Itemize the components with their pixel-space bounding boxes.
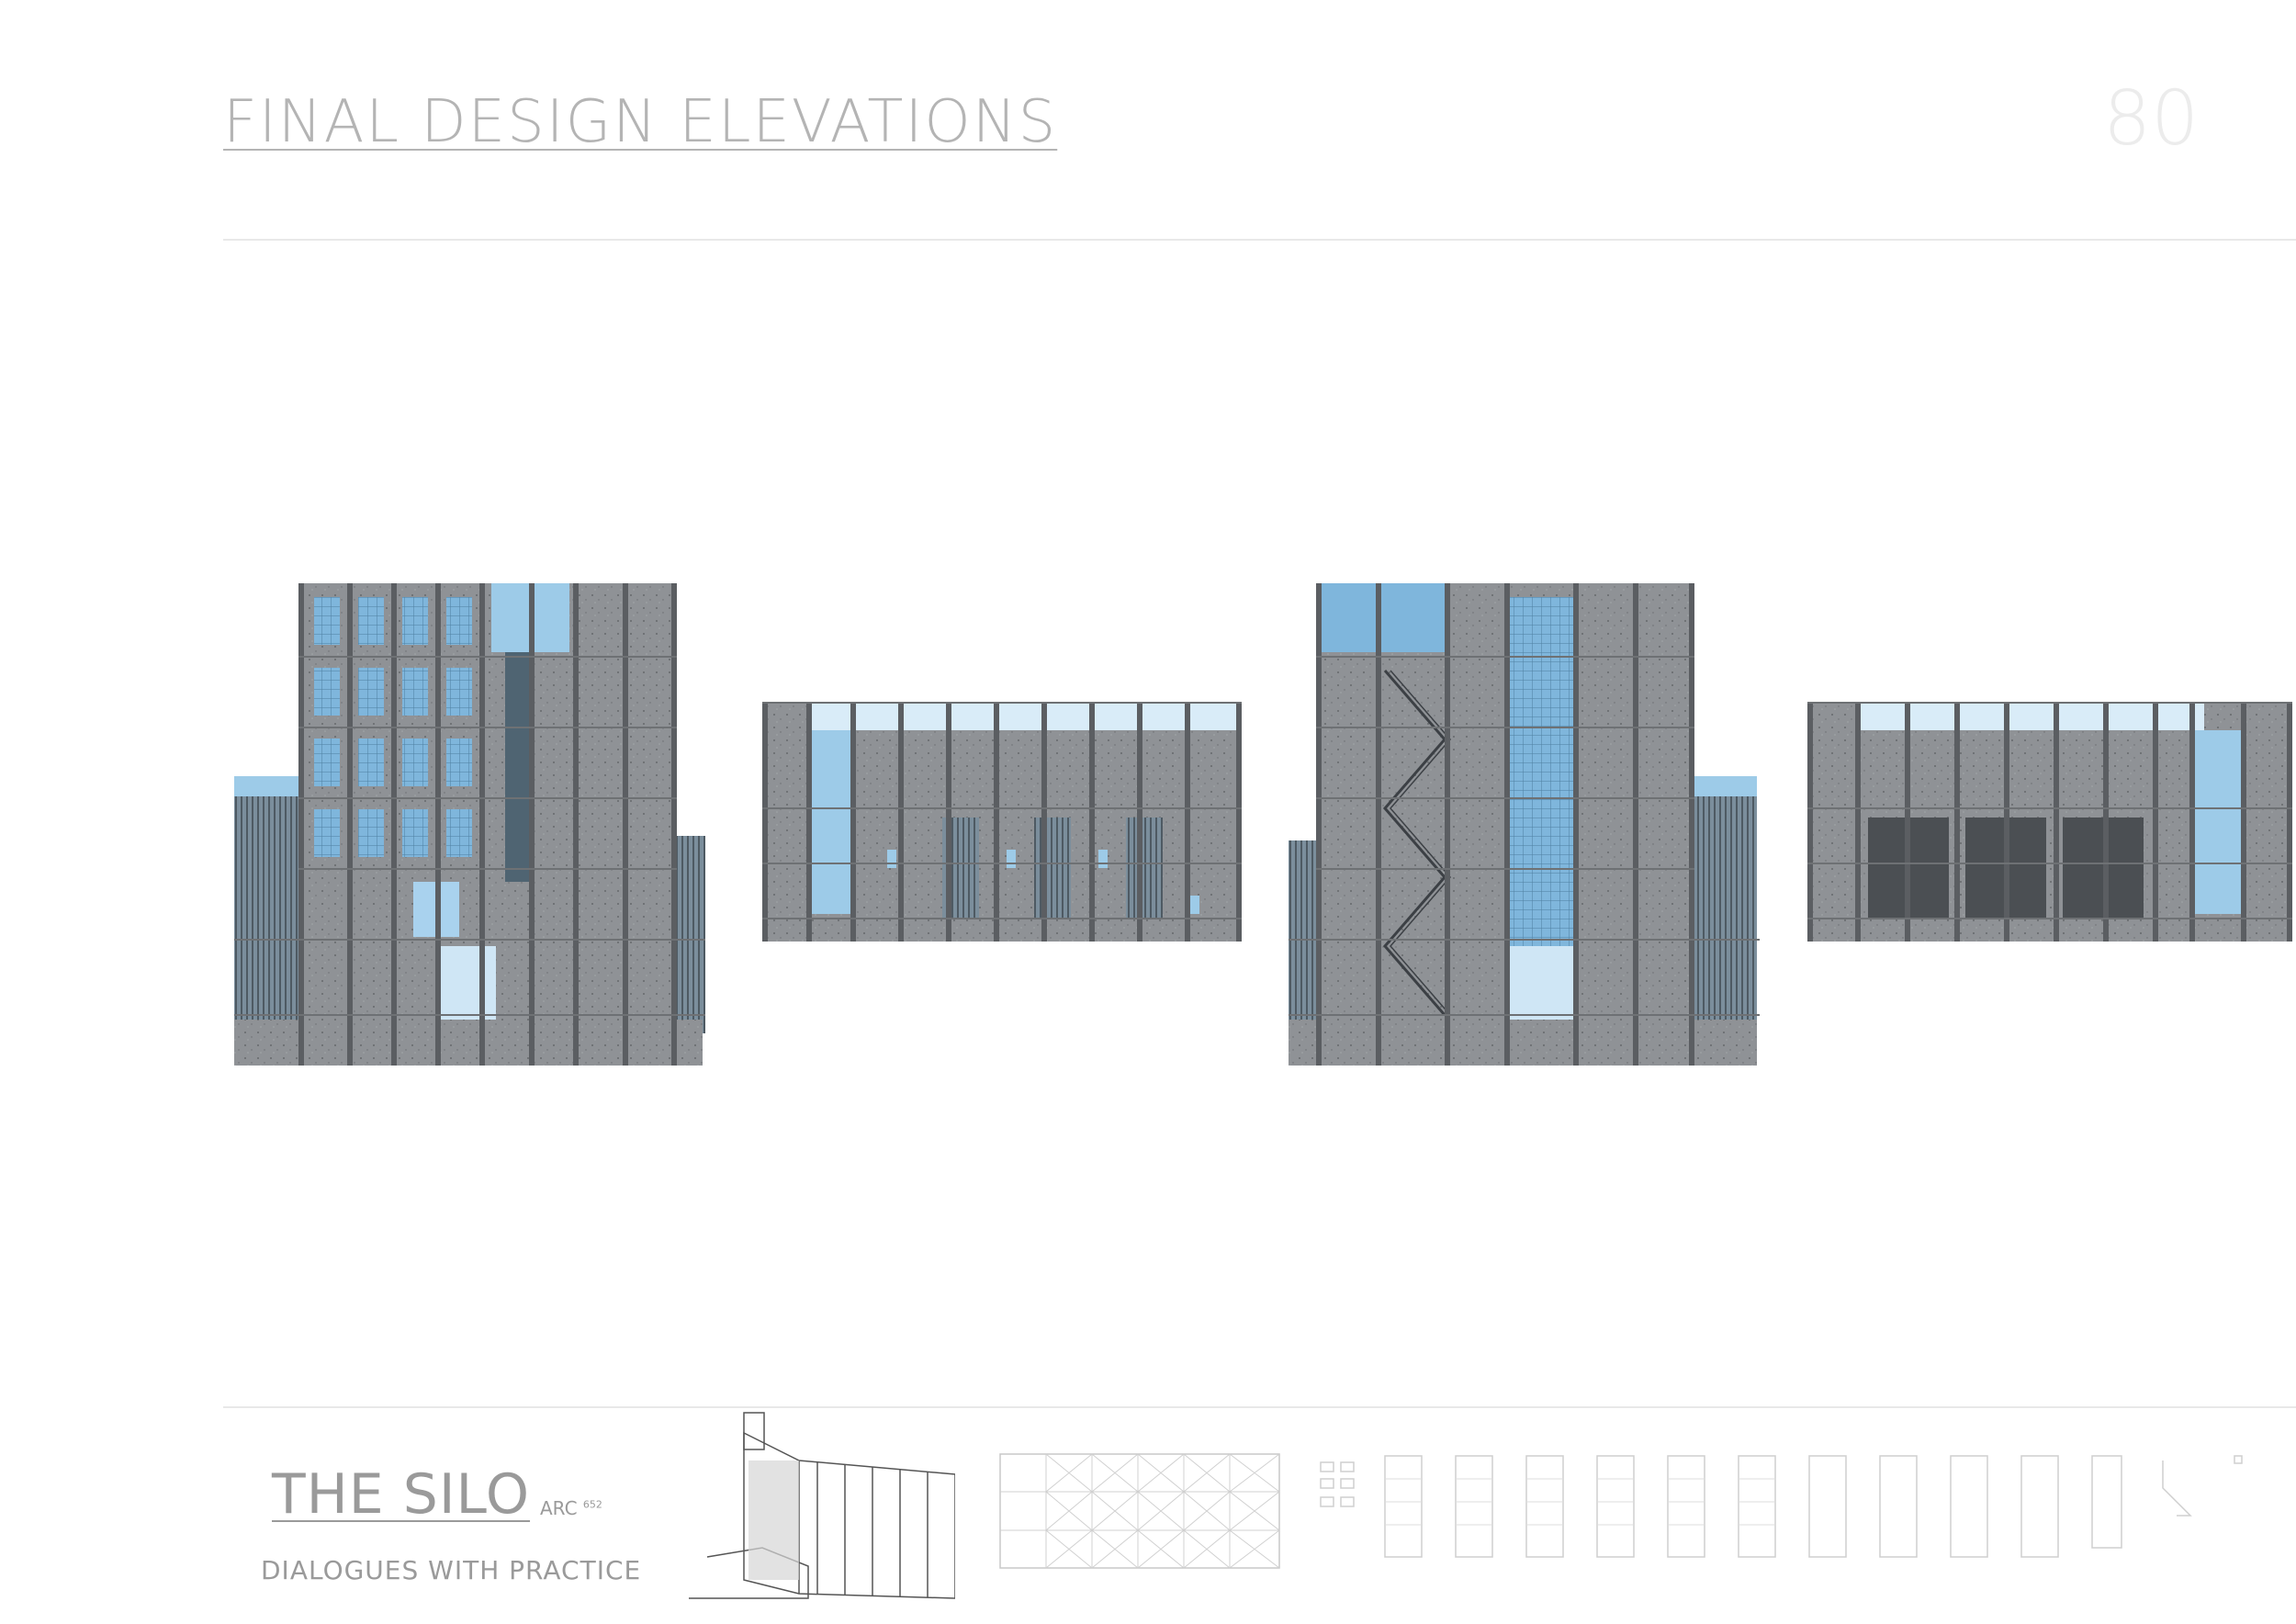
elevation-drawing-3 <box>1284 579 1761 1066</box>
course-prefix: ARC <box>540 1497 578 1519</box>
project-title: THE SILO <box>272 1462 531 1527</box>
elevation-drawing-1 <box>230 579 707 1066</box>
project-subtitle: DIALOGUES WITH PRACTICE <box>261 1555 642 1585</box>
elevation-drawing-4 <box>1804 698 2296 946</box>
pattern-grid-thumbnail <box>999 1453 1280 1569</box>
floor-plans-thumbnail-strip <box>1313 1451 2259 1571</box>
course-number: 652 <box>582 1498 602 1511</box>
silo-sketch-thumbnail <box>652 1405 955 1607</box>
page-number: 80 <box>2103 75 2200 163</box>
course-code: ARC 652 <box>540 1497 602 1519</box>
bottom-divider <box>223 1406 2296 1408</box>
elevation-drawing-2 <box>759 698 1245 946</box>
page-title: FINAL DESIGN ELEVATIONS <box>223 88 1058 156</box>
top-divider <box>223 239 2296 241</box>
